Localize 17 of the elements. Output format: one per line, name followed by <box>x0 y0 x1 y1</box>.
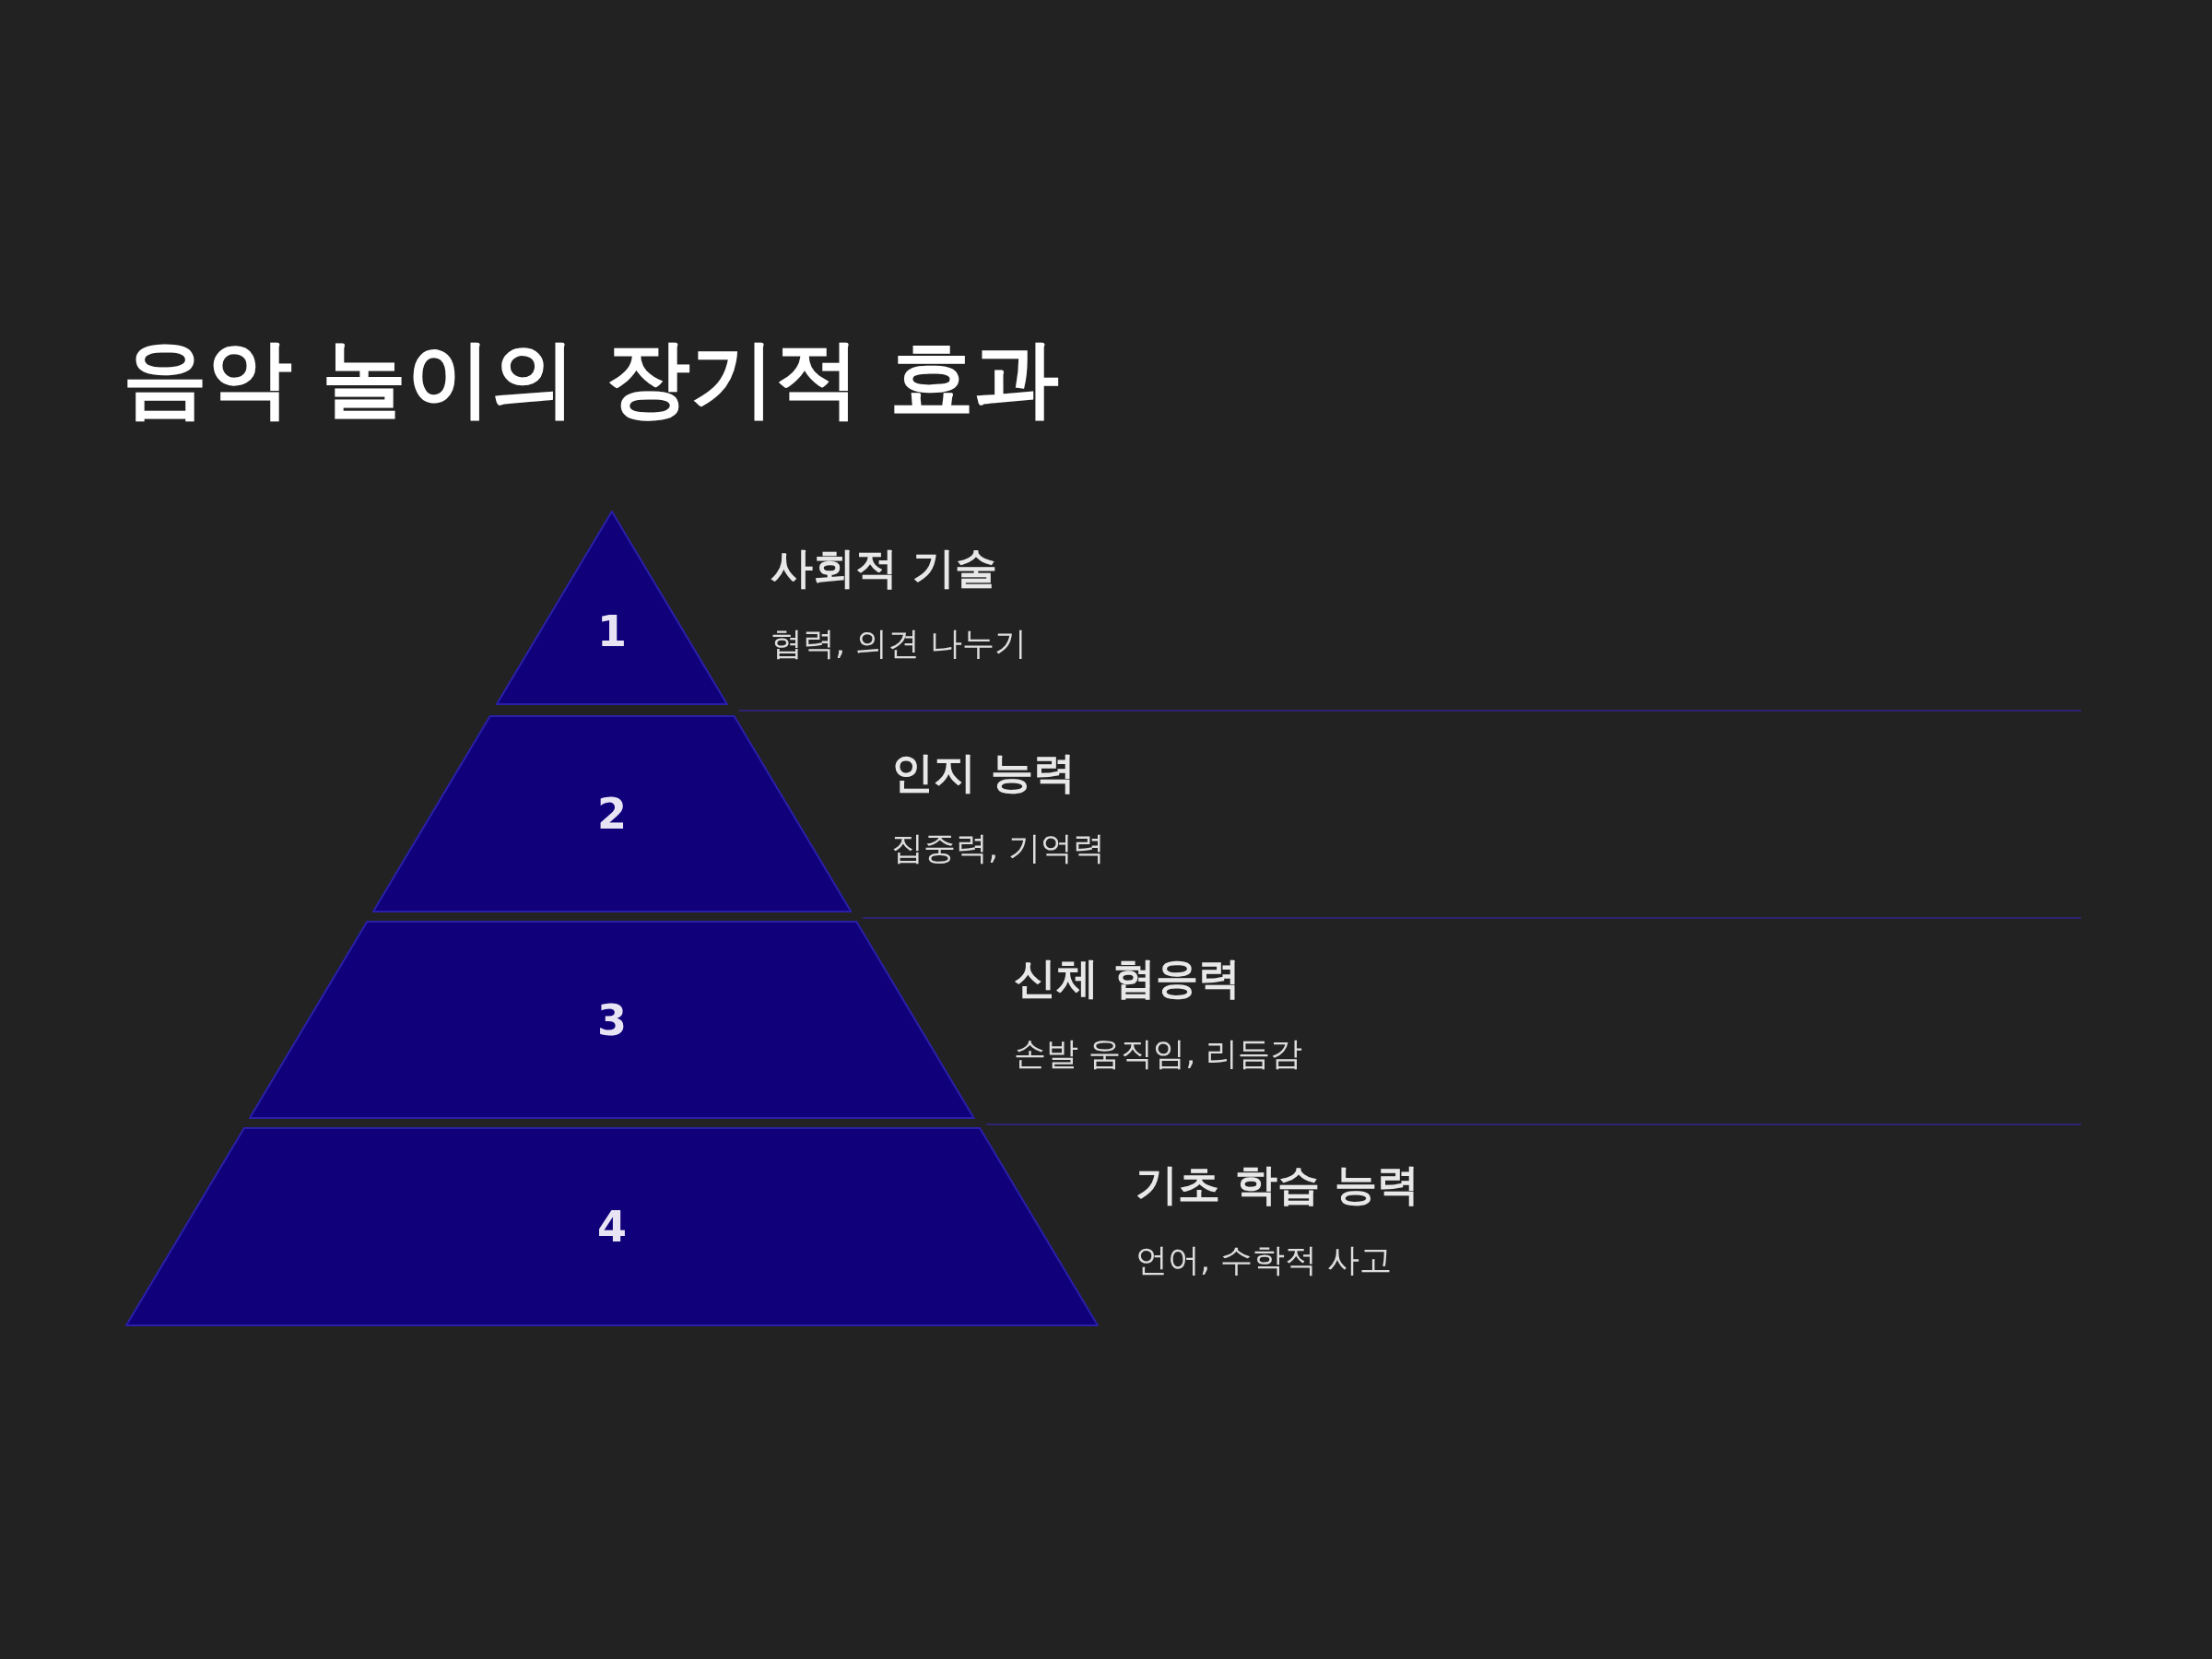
tier-heading: 인지 능력 <box>891 747 1076 799</box>
pyramid-tier <box>125 1127 1099 1326</box>
tier-description: 언어, 수학적 사고 <box>1135 1241 1393 1279</box>
tier-heading: 기초 학습 능력 <box>1135 1159 1420 1211</box>
tier-number: 4 <box>595 1206 628 1248</box>
tier-heading: 신체 협응력 <box>1014 953 1241 1005</box>
pyramid-top <box>496 511 728 705</box>
tier-description: 집중력, 기억력 <box>891 829 1106 867</box>
title: 음악 놀이의 장기적 효과 <box>123 332 1060 426</box>
pyramid-tier <box>371 715 853 912</box>
pyramid-tier <box>249 921 975 1119</box>
tier-number: 1 <box>595 609 628 653</box>
tier-heading: 사회적 기술 <box>771 543 997 594</box>
tier-description: 협력, 의견 나누기 <box>771 624 1028 663</box>
tier-description: 손발 움직임, 리듬감 <box>1014 1034 1303 1073</box>
tier-number: 2 <box>596 793 628 835</box>
tier-number: 3 <box>595 998 628 1041</box>
